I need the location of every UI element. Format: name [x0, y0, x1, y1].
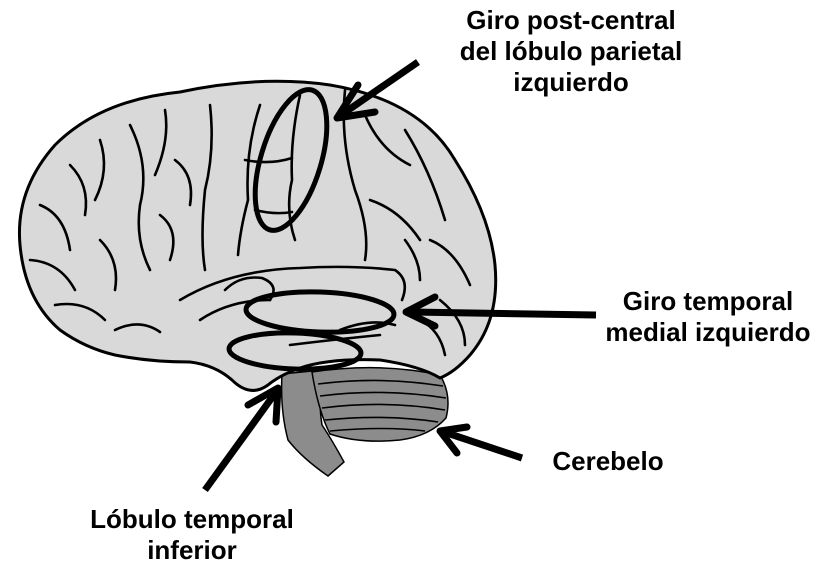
cerebellum: [312, 368, 448, 441]
temporal-medial-label-line2: medial izquierdo: [584, 317, 831, 348]
postcentral-gyrus-label-line2: del lóbulo parietal: [432, 36, 710, 67]
postcentral-gyrus-label-line3: izquierdo: [432, 67, 710, 98]
postcentral-gyrus-label: Giro post-central del lóbulo parietal iz…: [432, 5, 710, 98]
temporal-inferior-label-line1: Lóbulo temporal: [62, 504, 322, 535]
temporal-medial-label-line1: Giro temporal: [584, 286, 831, 317]
cerebellum-label: Cerebelo: [538, 446, 678, 477]
cerebrum: [19, 81, 495, 390]
cerebellum-label-line1: Cerebelo: [538, 446, 678, 477]
arrow-cerebelo: [440, 427, 522, 458]
temporal-inferior-label-line2: inferior: [62, 535, 322, 566]
temporal-inferior-label: Lóbulo temporal inferior: [62, 504, 322, 566]
temporal-medial-label: Giro temporal medial izquierdo: [584, 286, 831, 348]
arrow-temporal-inferior: [205, 388, 278, 490]
postcentral-gyrus-label-line1: Giro post-central: [432, 5, 710, 36]
